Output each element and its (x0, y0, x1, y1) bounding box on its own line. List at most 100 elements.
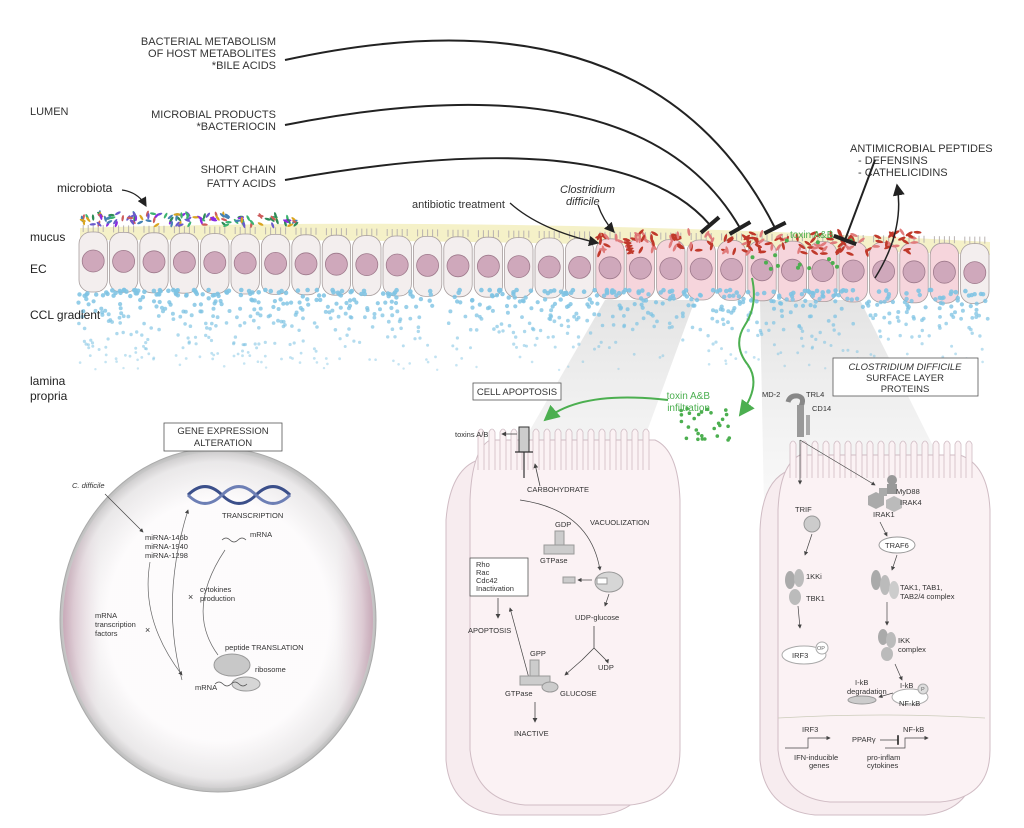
apoptosis-label: APOPTOSIS (468, 626, 511, 635)
ikk-label-1: IKK (898, 636, 910, 645)
cytokines-label-2: production (200, 594, 235, 603)
op-label: OP (817, 646, 825, 652)
cd14-label: CD14 (812, 404, 831, 413)
udp-glucose-label: UDP-glucose (575, 613, 619, 622)
ikk-label-2: complex (898, 645, 926, 654)
carbohydrate-arrow (533, 463, 541, 487)
udp-label: UDP (598, 663, 614, 672)
microbiota-layer (79, 210, 299, 229)
nfkb-promoter-icon (885, 735, 929, 749)
proinflam-label-1: pro-inflam (867, 753, 900, 762)
glucose-transfer-icon (562, 576, 576, 584)
to-tak-arrow (891, 554, 898, 571)
surface-title-3: PROTEINS (881, 384, 930, 395)
glucose-label: GLUCOSE (560, 689, 597, 698)
myd88-complex-icon (868, 475, 902, 512)
mrna-factors-3: factors (95, 629, 118, 638)
tak-label-2: TAB2/4 complex (900, 592, 955, 601)
irf3-label: IRF3 (792, 651, 808, 660)
svg-text:difficile: difficile (566, 196, 600, 208)
antimicrobial-secretion-arrow (874, 183, 905, 279)
inactivation-box (469, 557, 529, 597)
microbiota-label: microbiota (57, 181, 113, 195)
gdp-label: GDP (555, 520, 571, 529)
antibiotic-arrow (509, 202, 600, 247)
gpp-arrow (508, 607, 531, 683)
surface-title-box (832, 357, 979, 397)
degradation-label: degradation (847, 687, 887, 696)
tak-complex-icon (871, 570, 899, 599)
gene-expression-title-1: GENE EXPRESSION (177, 426, 268, 437)
apoptosis-title-box (472, 382, 562, 401)
mrna-strand-icon (214, 681, 248, 687)
peptide-translation-label: peptide TRANSLATION (225, 643, 304, 652)
surface-title-1: CLOSTRIDIUM DIFFICILE (849, 362, 963, 373)
mrna-block-mark: × (145, 625, 150, 635)
ikki-label: 1KKi (806, 572, 822, 581)
mrna-factors-1: mRNA (95, 611, 117, 620)
mrna-bottom-label: mRNA (195, 683, 217, 692)
to-vacuolization-arrow (519, 499, 602, 571)
mirna-1940: miRNA-1940 (145, 542, 188, 551)
to-degradation-arrow (878, 692, 894, 699)
mrna-factors-2: transcription (95, 620, 136, 629)
to-udp-glucose-arrow (604, 593, 610, 607)
vacuole-icon (594, 571, 624, 593)
mrna-squiggle-icon (221, 537, 247, 543)
gtpase-icon (543, 544, 575, 555)
toxin-dots (679, 406, 732, 442)
degraded-ikb-icon (847, 695, 877, 705)
md2-receptor-icon (785, 393, 806, 410)
bacteriocin-inhibition-arc (284, 103, 752, 236)
surface-microvilli (789, 440, 973, 478)
rac-label: Rac (476, 568, 490, 577)
ppar-label: PPARγ (852, 735, 876, 744)
ifn-label-1: IFN-inducible (794, 753, 838, 762)
gene-c-diff-label: C. difficile (72, 481, 105, 490)
antibiotic-label: antibiotic treatment (412, 199, 505, 211)
vacuolization-label: VACUOLIZATION (590, 518, 649, 527)
cell-apoptosis-panel: CELL APOPTOSIS toxins A/B CARBOHYDRATE V… (445, 382, 681, 816)
glucose-icon (541, 681, 559, 693)
lamina-label-1: lamina (30, 374, 66, 388)
bile-acid-inhibition-arc (284, 39, 787, 236)
to-traf6-arrow (879, 521, 888, 537)
nfkb-label: NF-kB (899, 699, 920, 708)
mirna-to-mrna-line (147, 561, 183, 676)
nucleus-membrane (777, 714, 986, 719)
svg-text:BACTERIAL METABOLISM: BACTERIAL METABOLISM (141, 36, 276, 48)
toxin-to-apoptosis-arrow (543, 396, 669, 422)
carbohydrate-label: CARBOHYDRATE (527, 485, 589, 494)
receptor-stem (515, 451, 533, 478)
to-glucose-arrow (564, 659, 583, 676)
bacterial-metabolism-label: BACTERIAL METABOLISM OF HOST METABOLITES… (141, 36, 276, 72)
mirna-146b: miRNA-146b (145, 533, 188, 542)
myd88-label: MyD88 (896, 487, 920, 496)
trif-icon (803, 515, 821, 533)
irak1-label: IRAK1 (873, 510, 895, 519)
irf3-promoter-icon (785, 735, 831, 749)
mrna-top-label: mRNA (250, 530, 272, 539)
mucus-label: mucus (30, 230, 65, 244)
ikki-tbk1-icon (785, 569, 804, 605)
traf6-label: TRAF6 (885, 541, 909, 550)
phospho-icon (917, 683, 929, 695)
toxin-ab-label: toxin A&B (790, 230, 834, 241)
gene-expression-panel: GENE EXPRESSION ALTERATION C. difficile … (59, 422, 377, 793)
ec-label: EC (30, 262, 47, 276)
tak-label-1: TAK1, TAB1, (900, 583, 943, 592)
trif-label: TRIF (795, 505, 812, 514)
cd14-receptor-icon (806, 415, 810, 435)
svg-text:Clostridium: Clostridium (560, 184, 615, 196)
c-difficile-label: Clostridium difficile (560, 184, 615, 208)
to-ikb-arrow (894, 663, 903, 681)
svg-text:toxin A&B: toxin A&B (667, 391, 711, 402)
c-diff-to-mirna-arrow (104, 493, 144, 533)
md2-label: MD-2 (762, 390, 780, 399)
ribosome-small-subunit (231, 676, 261, 692)
antimicrobial-peptides-label: ANTIMICROBIAL PEPTIDES - DEFENSINS - CAT… (850, 143, 993, 179)
svg-text:MICROBIAL PRODUCTS: MICROBIAL PRODUCTS (151, 109, 276, 121)
gdp-icon (554, 530, 565, 546)
apoptosis-title: CELL APOPTOSIS (477, 387, 557, 398)
microbiota-arrow (121, 189, 147, 208)
